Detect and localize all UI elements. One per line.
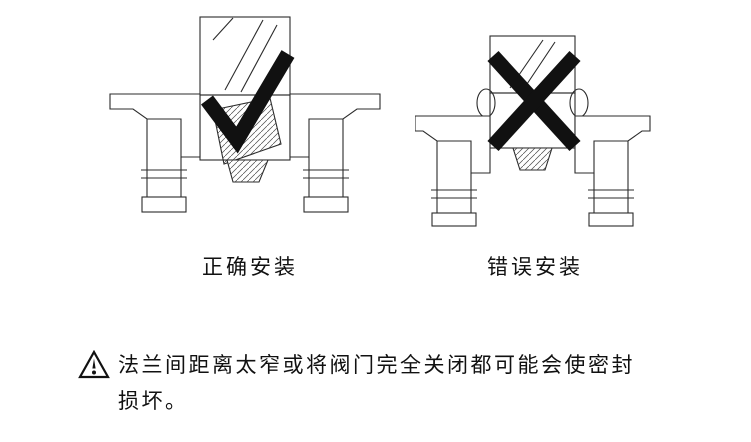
check-mark [201, 50, 295, 154]
warning-triangle-icon [78, 350, 110, 379]
warning-text: 法兰间距离太窄或将阀门完全关闭都可能会使密封损坏。 [118, 354, 635, 413]
left-flange [109, 93, 201, 213]
incorrect-installation-drawing [415, 35, 651, 227]
warning-note: 法兰间距离太窄或将阀门完全关闭都可能会使密封损坏。 [78, 350, 666, 420]
left-flange [415, 115, 491, 227]
incorrect-installation-label: 错误安装 [487, 256, 583, 279]
valve-neck [199, 16, 291, 96]
right-flange [289, 93, 381, 213]
valve-seat-squeezed [476, 88, 589, 171]
correct-installation-drawing [109, 16, 381, 213]
right-flange [574, 115, 651, 227]
correct-installation-label: 正确安装 [202, 256, 298, 279]
x-mark [487, 50, 581, 152]
